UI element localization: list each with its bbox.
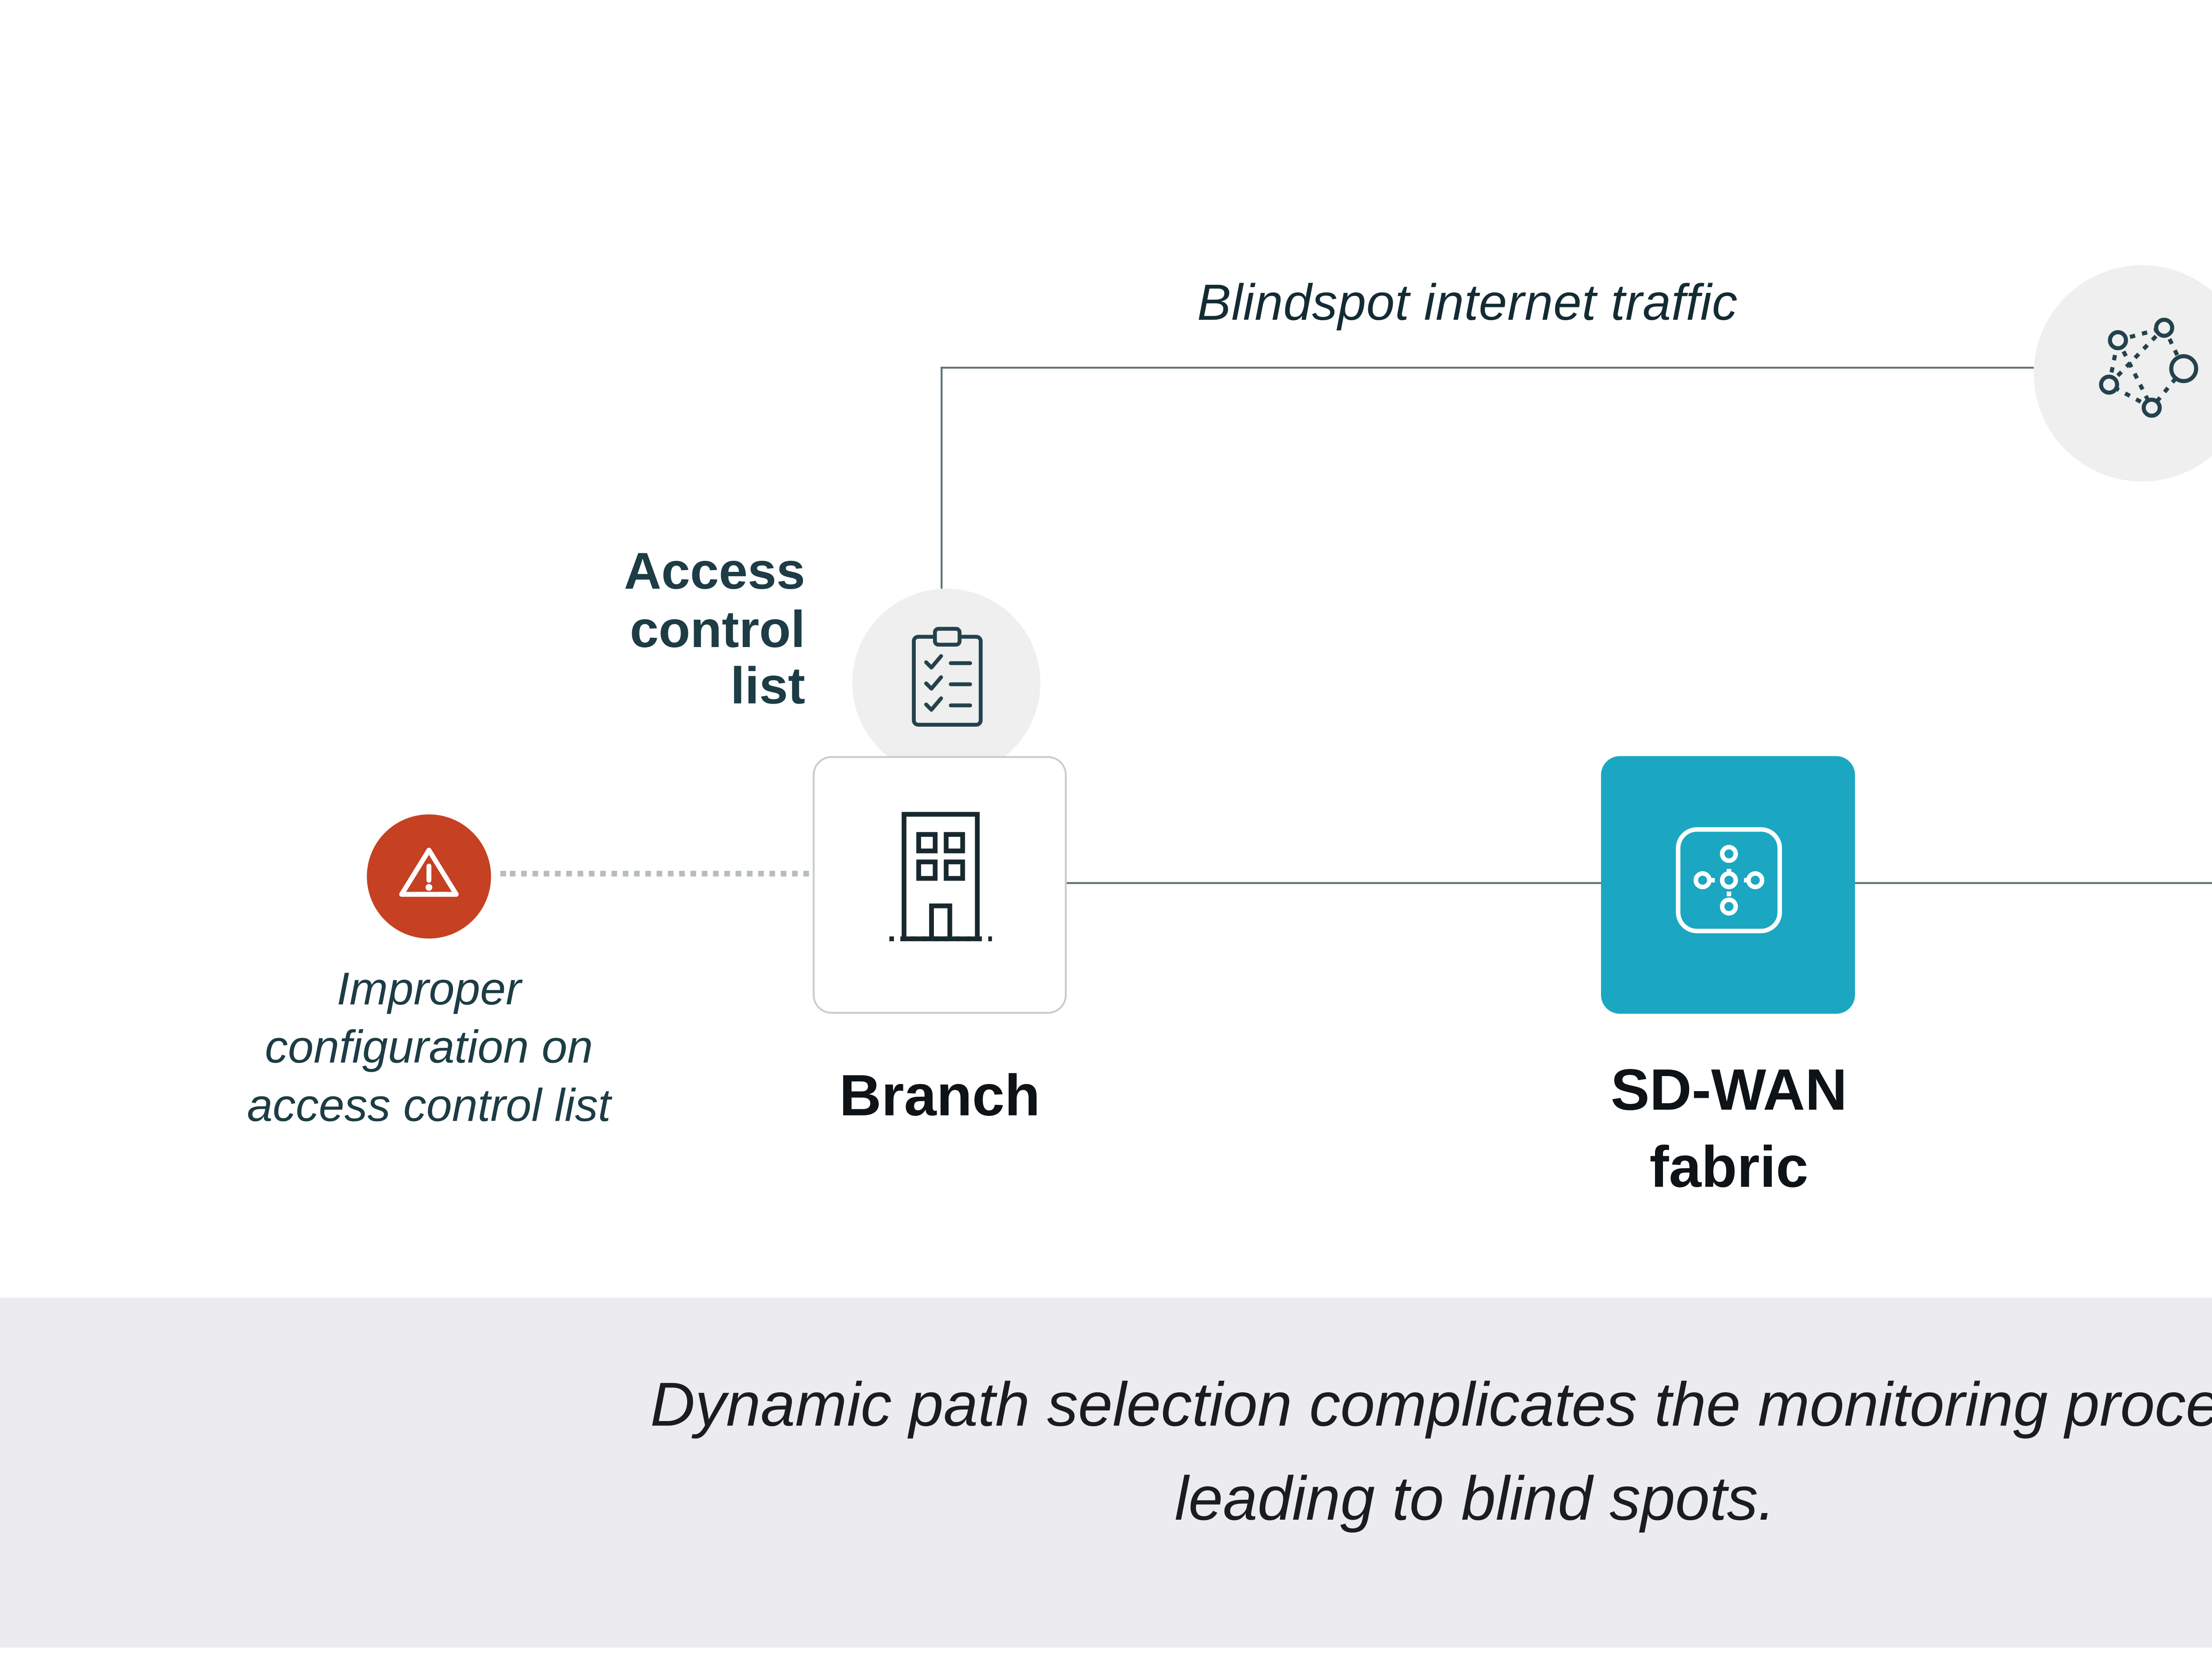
sdwan-hq-connector <box>1855 882 2212 884</box>
branch-sdwan-connector <box>1067 882 1601 884</box>
blindspot-line-vertical <box>941 367 943 589</box>
footer-caption: Dynamic path selection complicates the m… <box>650 1369 2212 1533</box>
blindspot-traffic-label: Blindspot internet traffic <box>1197 274 1738 331</box>
internet-node <box>2034 265 2212 482</box>
branch-node <box>813 756 1067 1014</box>
footer-band <box>0 1298 2212 1648</box>
branch-label: Branch <box>839 1062 1041 1129</box>
internet-network-icon <box>2078 305 2206 442</box>
sdwan-fabric-node <box>1601 756 1855 1014</box>
warning-caption: Improper configuration on access control… <box>247 965 611 1133</box>
sdwan-fabric-label: SD-WAN fabric <box>1610 1057 1847 1200</box>
sdwan-fabric-icon <box>1660 812 1796 957</box>
blindspot-line-horizontal <box>941 367 2034 369</box>
warning-dotted-connector <box>500 870 809 877</box>
acl-node <box>852 589 1041 777</box>
warning-triangle-icon <box>392 834 467 919</box>
access-control-list-label: Access control list <box>624 541 806 715</box>
warning-badge <box>367 814 491 939</box>
clipboard-checklist-icon <box>904 624 988 742</box>
branch-building-icon <box>870 803 1010 967</box>
